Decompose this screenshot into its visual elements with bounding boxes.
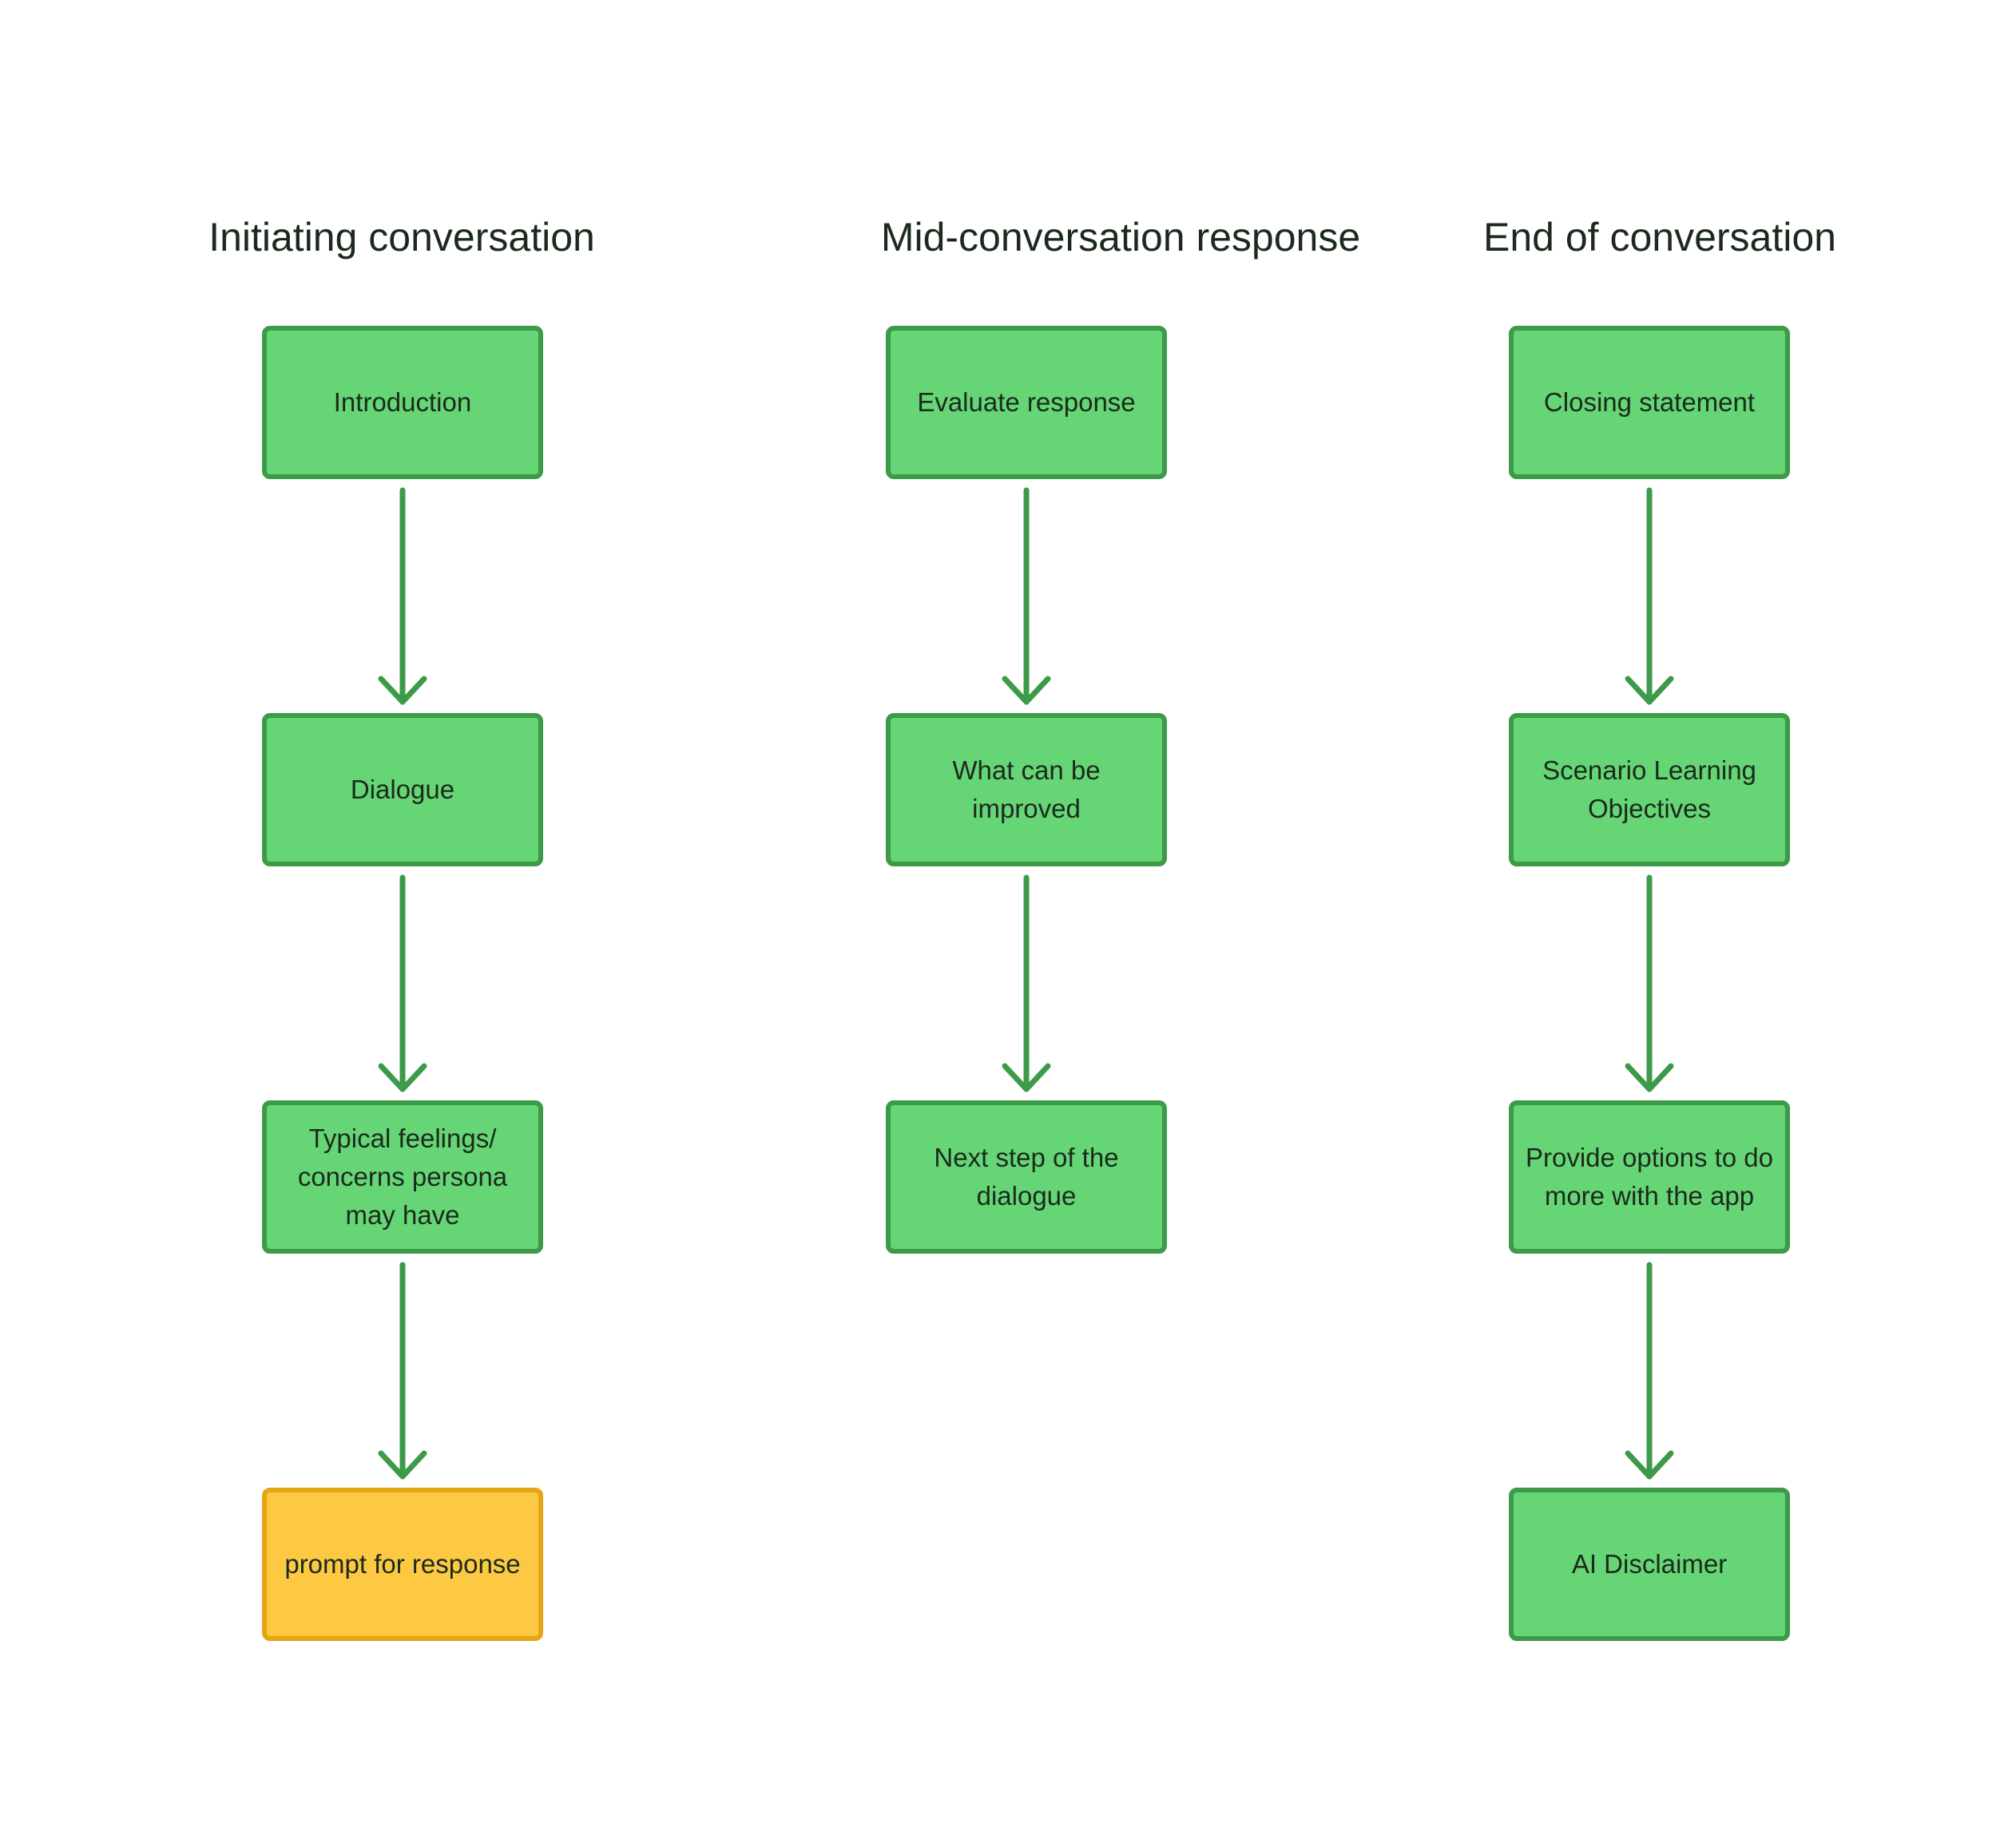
node-provide-options[interactable]: Provide options to do more with the app [1509, 1100, 1790, 1254]
column-title-initiating: Initiating conversation [208, 215, 595, 260]
node-typical-feelings[interactable]: Typical feelings/ concerns persona may h… [262, 1100, 543, 1254]
node-closing-statement[interactable]: Closing statement [1509, 326, 1790, 479]
node-dialogue[interactable]: Dialogue [262, 713, 543, 866]
column-title-mid: Mid-conversation response [880, 215, 1361, 260]
arrow-head [1625, 1450, 1674, 1480]
node-what-can-be-improved-label: What can be improved [952, 755, 1101, 823]
arrow-head [1002, 1063, 1051, 1092]
node-evaluate-response[interactable]: Evaluate response [886, 326, 1167, 479]
node-ai-disclaimer[interactable]: AI Disclaimer [1509, 1488, 1790, 1641]
node-scenario-learning-objectives[interactable]: Scenario Learning Objectives [1509, 713, 1790, 866]
node-evaluate-response-label: Evaluate response [917, 387, 1136, 417]
node-prompt-for-response-label: prompt for response [284, 1549, 521, 1579]
column-title-end: End of conversation [1483, 215, 1836, 260]
node-closing-statement-label: Closing statement [1543, 387, 1756, 417]
node-dialogue-label: Dialogue [350, 775, 455, 804]
node-provide-options-label: Provide options to do more with the app [1525, 1143, 1774, 1211]
node-introduction[interactable]: Introduction [262, 326, 543, 479]
node-next-step[interactable]: Next step of the dialogue [886, 1100, 1167, 1254]
node-next-step-label: Next step of the dialogue [934, 1143, 1119, 1211]
arrow-head [1625, 676, 1674, 705]
node-introduction-label: Introduction [333, 387, 472, 417]
arrow-head [378, 676, 427, 705]
node-prompt-for-response[interactable]: prompt for response [262, 1488, 543, 1641]
node-what-can-be-improved[interactable]: What can be improved [886, 713, 1167, 866]
node-scenario-learning-objectives-label: Scenario Learning Objectives [1542, 755, 1756, 823]
arrow-head [378, 1450, 427, 1480]
node-ai-disclaimer-label: AI Disclaimer [1571, 1549, 1728, 1579]
node-typical-feelings-label: Typical feelings/ concerns persona may h… [297, 1124, 508, 1230]
arrow-head [1002, 676, 1051, 705]
arrow-head [378, 1063, 427, 1092]
arrow-head [1625, 1063, 1674, 1092]
